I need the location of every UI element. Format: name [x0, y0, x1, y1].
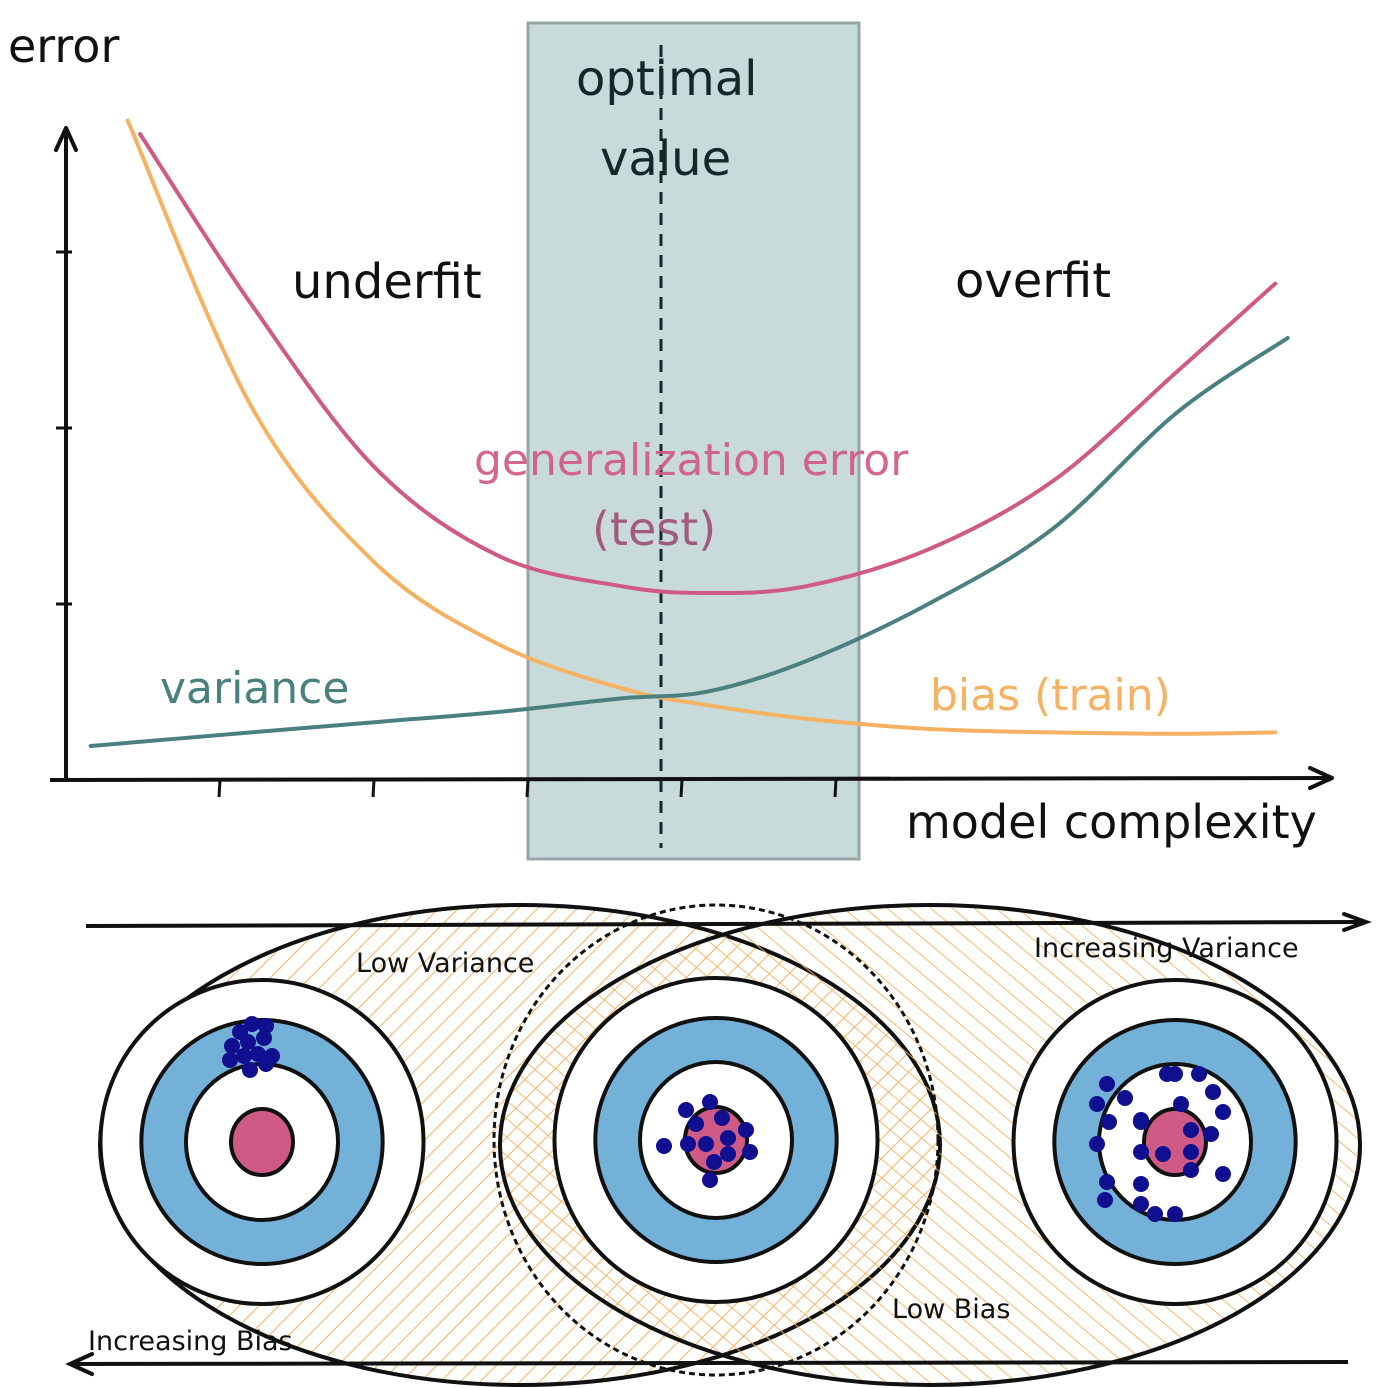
shot-dot — [1097, 1192, 1113, 1208]
x-tick — [679, 779, 684, 798]
shot-dot — [244, 1016, 260, 1032]
x-tick — [371, 779, 376, 798]
shot-dot — [240, 1034, 256, 1050]
variance-label: variance — [160, 663, 349, 714]
targets-layer — [98, 976, 1339, 1306]
shot-dot — [1205, 1084, 1221, 1100]
shot-dot — [1133, 1144, 1149, 1160]
shot-dot — [1173, 1096, 1189, 1112]
shot-dot — [236, 1048, 252, 1064]
increasing-bias-label: Increasing Bias — [88, 1326, 293, 1357]
shot-dot — [1089, 1136, 1105, 1152]
shot-dot — [1183, 1162, 1199, 1178]
shot-dot — [1167, 1066, 1183, 1082]
generalization-error-label: generalization error — [474, 435, 909, 486]
x-tick — [525, 779, 530, 798]
shot-dot — [702, 1094, 718, 1110]
increasing-bias-axis — [69, 1360, 1349, 1366]
optimal-label-line2: value — [600, 131, 731, 187]
shot-dot — [702, 1172, 718, 1188]
bias-variance-targets: Increasing Variance Increasing Bias Low … — [65, 903, 1372, 1387]
error-chart: error model complexity underfit overfit … — [8, 19, 1334, 861]
increasing-variance-axis — [85, 920, 1365, 928]
shot-dot — [256, 1030, 272, 1046]
shot-dot — [656, 1138, 672, 1154]
shot-dot — [1167, 1206, 1183, 1222]
shot-dot — [1183, 1122, 1199, 1138]
shot-dot — [1089, 1096, 1105, 1112]
shot-dot — [706, 1154, 722, 1170]
generalization-error-curve — [138, 132, 1278, 596]
shot-dot — [1203, 1126, 1219, 1142]
optimal-label-line1: optimal — [576, 51, 758, 107]
shot-dot — [1133, 1114, 1149, 1130]
shot-dot — [738, 1122, 754, 1138]
series-layer — [88, 118, 1290, 748]
low-variance-label: Low Variance — [356, 948, 534, 979]
target-low-bias-high-variance — [1011, 978, 1339, 1306]
shot-dot — [1101, 1114, 1117, 1130]
bullseye — [229, 1107, 295, 1177]
overlap-outline — [492, 903, 940, 1377]
y-ticks — [56, 250, 72, 606]
test-label: (test) — [592, 502, 716, 556]
shot-dot — [698, 1136, 714, 1152]
x-ticks — [217, 779, 838, 798]
increasing-bias-arrow-icon — [65, 1352, 94, 1376]
increasing-variance-arrow-icon — [1342, 912, 1372, 932]
low-bias-label: Low Bias — [892, 1294, 1010, 1325]
bias-curve — [125, 118, 1278, 736]
shot-dot — [742, 1144, 758, 1160]
shot-dot — [1191, 1066, 1207, 1082]
shot-dot — [224, 1038, 240, 1054]
shot-dot — [688, 1116, 704, 1132]
y-axis-label: error — [8, 19, 119, 73]
shot-dot — [680, 1136, 696, 1152]
overfit-label: overfit — [955, 253, 1111, 309]
x-axis — [49, 776, 1331, 782]
shot-dot — [1099, 1076, 1115, 1092]
x-axis-label: model complexity — [906, 795, 1317, 849]
x-axis-arrow-icon — [1308, 766, 1334, 790]
shot-dot — [720, 1130, 736, 1146]
shot-dot — [258, 1018, 274, 1034]
shot-dot — [242, 1062, 258, 1078]
shot-dot — [1155, 1146, 1171, 1162]
shot-dot — [1147, 1206, 1163, 1222]
shot-dot — [258, 1056, 274, 1072]
shot-dot — [222, 1052, 238, 1068]
underfit-label: underfit — [292, 254, 482, 310]
shot-dot — [1117, 1090, 1133, 1106]
shot-dot — [1133, 1176, 1149, 1192]
variance-curve — [88, 336, 1290, 748]
bias-label: bias (train) — [930, 670, 1171, 721]
shot-dot — [1183, 1144, 1199, 1160]
x-tick — [217, 779, 222, 798]
x-tick — [833, 779, 838, 798]
target-high-bias — [98, 978, 426, 1306]
shot-dot — [1133, 1196, 1149, 1212]
target-low-bias-low-variance — [552, 976, 880, 1304]
shot-dot — [1099, 1174, 1115, 1190]
shot-dot — [1215, 1166, 1231, 1182]
shot-dot — [714, 1110, 730, 1126]
shot-dot — [720, 1146, 736, 1162]
y-axis-arrow-icon — [54, 126, 78, 152]
shot-dot — [1215, 1104, 1231, 1120]
increasing-variance-label: Increasing Variance — [1034, 933, 1299, 964]
shot-dot — [678, 1102, 694, 1118]
